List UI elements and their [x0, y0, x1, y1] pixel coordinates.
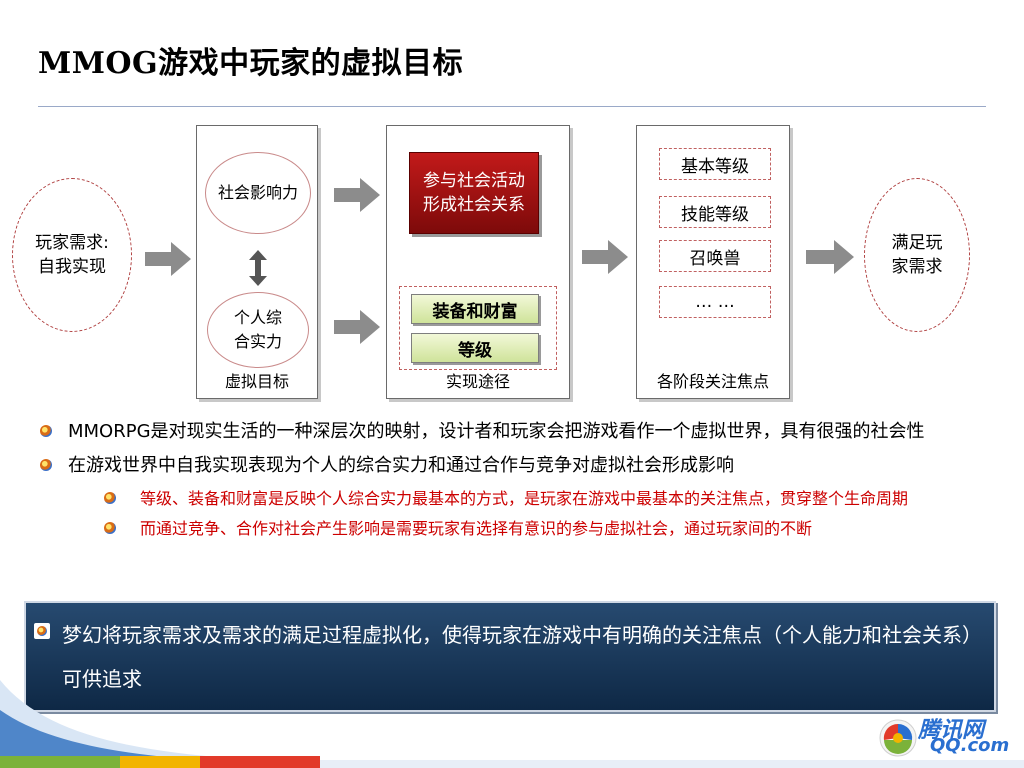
sub-bullet-item: 而通过竞争、合作对社会产生影响是需要玩家有选择有意识的参与虚拟社会，通过玩家间的… [40, 516, 990, 542]
path-label: 实现途径 [445, 372, 510, 391]
social-influence-text: 社会影响力 [217, 183, 298, 202]
virtual-goal-label: 虚拟目标 [224, 372, 289, 391]
sub-bullet-text: 而通过竞争、合作对社会产生影响是需要玩家有选择有意识的参与虚拟社会，通过玩家间的… [140, 519, 813, 538]
arrow-right-icon [334, 178, 380, 212]
player-need-ellipse: 玩家需求: 自我实现 [12, 178, 132, 332]
path-panel: 参与社会活动 形成社会关系 装备和财富 等级 实现途径 [386, 125, 570, 399]
bullet-icon [34, 623, 50, 639]
social-activity-text: 参与社会活动 形成社会关系 [423, 171, 525, 215]
virtual-goal-panel: 社会影响力 个人综 合实力 虚拟目标 [196, 125, 318, 399]
level-box: 等级 [411, 333, 539, 363]
focus-panel: 基本等级 技能等级 召唤兽 … … 各阶段关注焦点 [636, 125, 790, 399]
bullet-text: 在游戏世界中自我实现表现为个人的综合实力和通过合作与竞争对虚拟社会形成影响 [68, 455, 734, 476]
decorative-stripe [0, 756, 1024, 768]
personal-path-group [399, 286, 557, 370]
personal-strength-text: 个人综 合实力 [233, 308, 282, 351]
equipment-wealth-box: 装备和财富 [411, 294, 539, 324]
social-influence-ellipse: 社会影响力 [205, 152, 311, 234]
decorative-swoosh [0, 680, 230, 768]
bullet-icon [104, 492, 116, 504]
title-divider [38, 106, 986, 107]
bullet-icon [40, 459, 52, 471]
focus-item-text: 基本等级 [681, 156, 749, 177]
bullet-icon [40, 425, 52, 437]
bullet-text: MMORPG是对现实生活的一种深层次的映射，设计者和玩家会把游戏看作一个虚拟世界… [68, 421, 925, 442]
qq-logo-icon [879, 719, 917, 757]
social-activity-box: 参与社会活动 形成社会关系 [409, 152, 539, 234]
sub-bullet-item: 等级、装备和财富是反映个人综合实力最基本的方式，是玩家在游戏中最基本的关注焦点，… [40, 486, 990, 512]
focus-item-text: 技能等级 [681, 204, 749, 225]
level-text: 等级 [458, 340, 492, 361]
focus-item-text: 召唤兽 [689, 248, 741, 269]
page-title: MMOG游戏中玩家的虚拟目标 [38, 46, 464, 81]
focus-item-ellipsis: … … [659, 286, 771, 318]
bullet-item: 在游戏世界中自我实现表现为个人的综合实力和通过合作与竞争对虚拟社会形成影响 [40, 452, 990, 480]
arrow-right-icon [145, 242, 191, 276]
logo-domain: QQ.com [930, 735, 1010, 756]
bullet-list: MMORPG是对现实生活的一种深层次的映射，设计者和玩家会把游戏看作一个虚拟世界… [40, 418, 990, 546]
personal-strength-ellipse: 个人综 合实力 [207, 292, 309, 368]
summary-callout: 梦幻将玩家需求及需求的满足过程虚拟化，使得玩家在游戏中有明确的关注焦点（个人能力… [24, 601, 996, 712]
satisfy-need-ellipse: 满足玩 家需求 [864, 178, 970, 332]
focus-label: 各阶段关注焦点 [656, 372, 769, 391]
focus-item-summon-beast: 召唤兽 [659, 240, 771, 272]
summary-callout-text: 梦幻将玩家需求及需求的满足过程虚拟化，使得玩家在游戏中有明确的关注焦点（个人能力… [62, 623, 972, 691]
double-arrow-vertical-icon [249, 250, 267, 286]
focus-item-text: … … [695, 292, 735, 312]
focus-item-basic-level: 基本等级 [659, 148, 771, 180]
sub-bullet-text: 等级、装备和财富是反映个人综合实力最基本的方式，是玩家在游戏中最基本的关注焦点，… [140, 489, 909, 508]
player-need-text: 玩家需求: 自我实现 [35, 233, 109, 277]
logo-title: 腾讯网 [918, 718, 985, 743]
bullet-icon [104, 522, 116, 534]
arrow-right-icon [806, 240, 854, 274]
arrow-right-icon [582, 240, 628, 274]
satisfy-need-text: 满足玩 家需求 [891, 233, 943, 277]
focus-item-skill-level: 技能等级 [659, 196, 771, 228]
equipment-wealth-text: 装备和财富 [432, 301, 518, 322]
bullet-item: MMORPG是对现实生活的一种深层次的映射，设计者和玩家会把游戏看作一个虚拟世界… [40, 418, 990, 446]
arrow-right-icon [334, 310, 380, 344]
